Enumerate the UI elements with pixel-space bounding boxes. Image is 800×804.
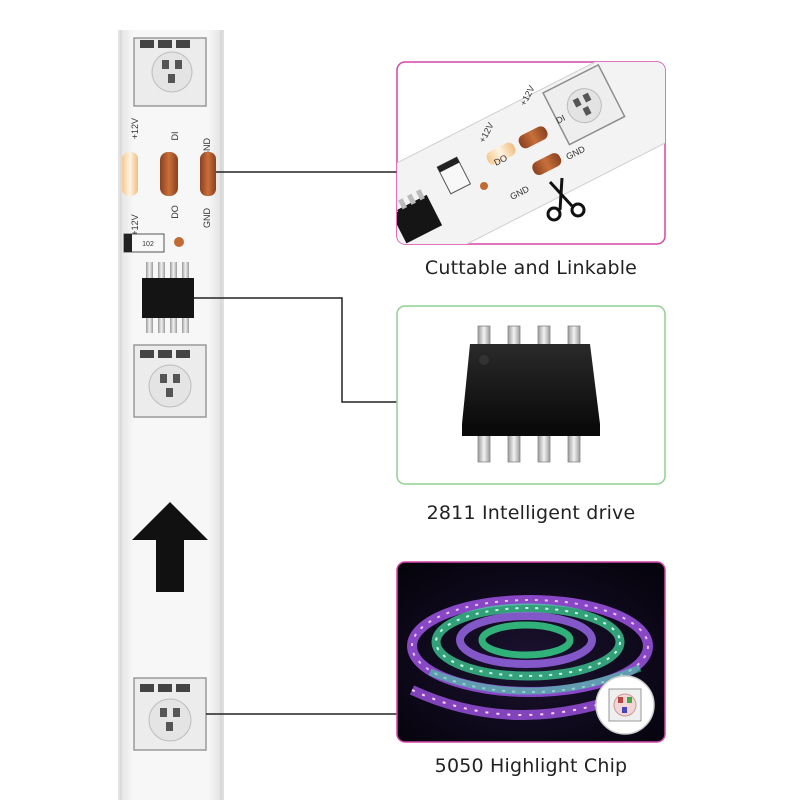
caption-ic-drive: 2811 Intelligent drive xyxy=(426,502,636,524)
label-gnd-top: GND xyxy=(202,138,212,159)
driver-ic-on-strip xyxy=(142,262,194,333)
feature-panel-led xyxy=(396,561,666,743)
led-chip-icon xyxy=(595,675,655,735)
ic-chip-icon xyxy=(462,325,600,463)
feature-panel-cuttable: +12V +12V DI DO GND GND xyxy=(396,61,666,245)
label-12v-top: +12V xyxy=(130,118,140,139)
solder-dot xyxy=(174,237,184,247)
led-strip: +12V DI GND +12V DO GND 102 xyxy=(118,30,224,800)
feature-panel-ic xyxy=(396,305,666,485)
label-gnd-bottom: GND xyxy=(202,208,212,229)
scissors-icon xyxy=(546,177,586,222)
led-chip-middle xyxy=(133,344,207,418)
caption-led-chip: 5050 Highlight Chip xyxy=(434,755,628,777)
pad-gnd xyxy=(200,152,216,196)
pad-12v xyxy=(122,152,138,196)
led-chip-top xyxy=(133,37,207,107)
panel-label-di: DI xyxy=(554,113,567,126)
resistor: 102 xyxy=(123,233,165,253)
pad-data xyxy=(160,152,178,196)
label-di: DI xyxy=(170,132,180,141)
resistor-code: 102 xyxy=(142,241,154,248)
connector-line-2 xyxy=(194,297,397,403)
connector-lines xyxy=(194,171,397,715)
caption-cuttable: Cuttable and Linkable xyxy=(424,257,638,279)
label-12v-bottom: +12V xyxy=(130,214,140,235)
direction-arrow-icon xyxy=(132,502,208,592)
led-chip-bottom xyxy=(133,677,207,751)
label-do: DO xyxy=(170,205,180,219)
